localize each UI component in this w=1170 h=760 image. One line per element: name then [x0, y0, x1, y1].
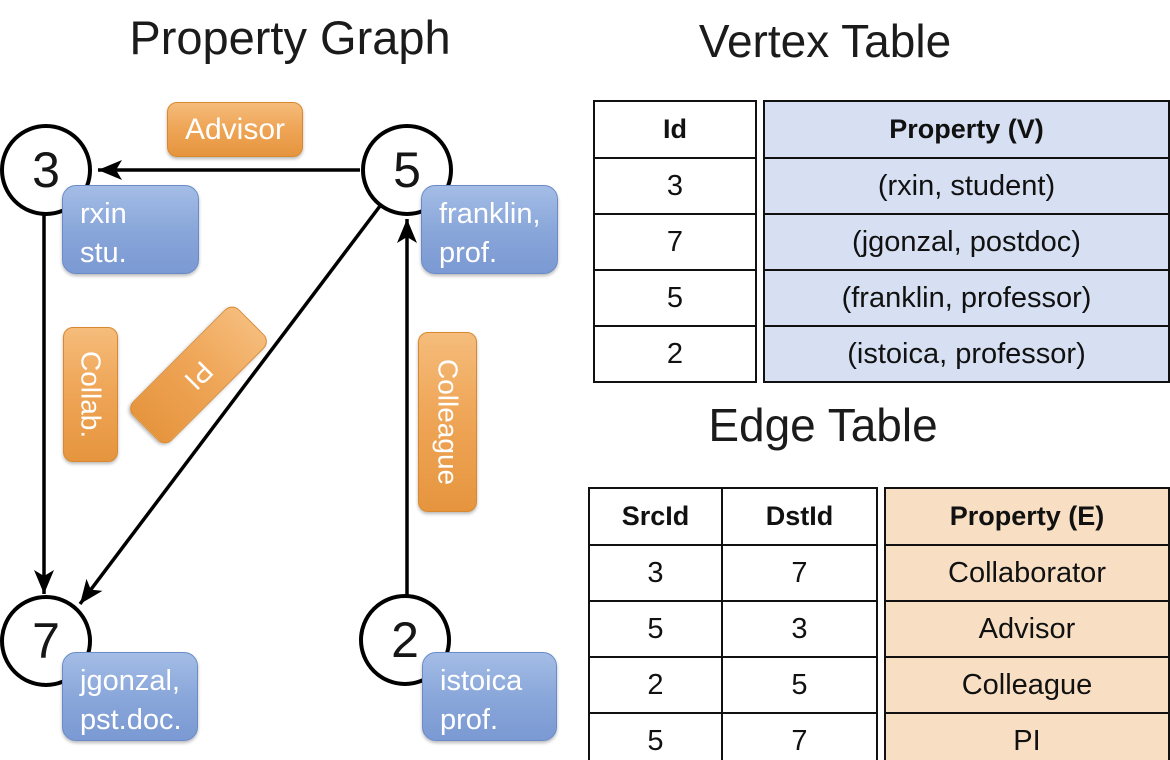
- edge-property-cell: PI: [886, 714, 1168, 760]
- vertex-property-cell: (rxin, student): [765, 159, 1168, 213]
- vertex-prop-box-5: franklin, prof.: [421, 185, 558, 274]
- graph-edges-layer: [34, 160, 417, 606]
- vertex-id-cell: 7: [666, 225, 684, 258]
- edge-property-cell: Advisor: [886, 602, 1168, 656]
- vertex-id-cell: 5: [666, 281, 684, 314]
- vertex-prop-box-2: istoica prof.: [422, 652, 557, 741]
- edge-dst-cell: 5: [721, 658, 876, 712]
- edge-label-collab: Collab.: [63, 327, 118, 462]
- prop-line: rxin: [80, 198, 127, 230]
- edge-table-title: Edge Table: [708, 399, 938, 451]
- vertex-property-cell: (jgonzal, postdoc): [765, 215, 1168, 269]
- edge-src-cell: 3: [647, 556, 664, 589]
- edge-table-src-dst-columns: SrcId DstId 3 7 5 3 2 5 5 7: [588, 487, 878, 760]
- prop-line: stu.: [80, 237, 127, 270]
- edge-property-cell: Collaborator: [886, 546, 1168, 600]
- node-id-label: 3: [32, 142, 60, 198]
- graph-node-2: 2: [359, 594, 451, 686]
- edge-dst-cell: 3: [721, 602, 876, 656]
- vertex-id-cell: 3: [666, 169, 684, 202]
- edge-src-cell: 2: [647, 668, 664, 701]
- edge-header-srcid: SrcId: [621, 501, 690, 531]
- edge-label-text: Collab.: [75, 350, 107, 439]
- vertex-id-cell: 2: [666, 337, 684, 370]
- edge-property-cell: Colleague: [886, 658, 1168, 712]
- prop-line: prof.: [440, 704, 499, 737]
- node-id-label: 5: [393, 142, 421, 198]
- edge-line-pi-5-to-7: [78, 204, 382, 606]
- prop-line: franklin,: [439, 198, 541, 230]
- vertex-table-property-column: Property (V) (rxin, student) (jgonzal, p…: [763, 100, 1170, 383]
- vertex-header-id: Id: [663, 114, 687, 144]
- vertex-property-cell: (franklin, professor): [765, 271, 1168, 325]
- edge-label-advisor: Advisor: [167, 102, 303, 157]
- edge-table-property-column: Property (E) Collaborator Advisor Collea…: [884, 487, 1170, 760]
- edge-header-property: Property (E): [886, 489, 1168, 544]
- graph-node-5: 5: [361, 124, 453, 216]
- node-id-label: 2: [391, 612, 419, 668]
- edge-label-text: Advisor: [184, 112, 286, 146]
- prop-line: pst.doc.: [80, 704, 182, 737]
- prop-line: prof.: [439, 237, 498, 270]
- node-id-label: 7: [32, 613, 60, 669]
- vertex-property-cell: (istoica, professor): [765, 327, 1168, 381]
- vertex-table-title: Vertex Table: [698, 15, 952, 67]
- edge-src-cell: 5: [647, 724, 664, 757]
- prop-line: istoica: [440, 665, 523, 697]
- vertex-prop-box-7: jgonzal, pst.doc.: [62, 652, 198, 741]
- edge-src-cell: 5: [647, 612, 664, 645]
- edge-label-colleague: Colleague: [418, 332, 477, 512]
- property-graph-title: Property Graph: [129, 11, 451, 64]
- prop-line: jgonzal,: [80, 665, 180, 697]
- edge-label-text: PI: [178, 355, 220, 396]
- vertex-table-id-column: Id 3 7 5 2: [593, 100, 757, 383]
- edge-dst-cell: 7: [721, 714, 876, 760]
- edge-header-dstid: DstId: [721, 489, 876, 544]
- edge-dst-cell: 7: [721, 546, 876, 600]
- vertex-header-property: Property (V): [765, 102, 1168, 157]
- vertex-prop-box-3: rxin stu.: [62, 185, 199, 274]
- edge-label-text: Colleague: [432, 358, 464, 486]
